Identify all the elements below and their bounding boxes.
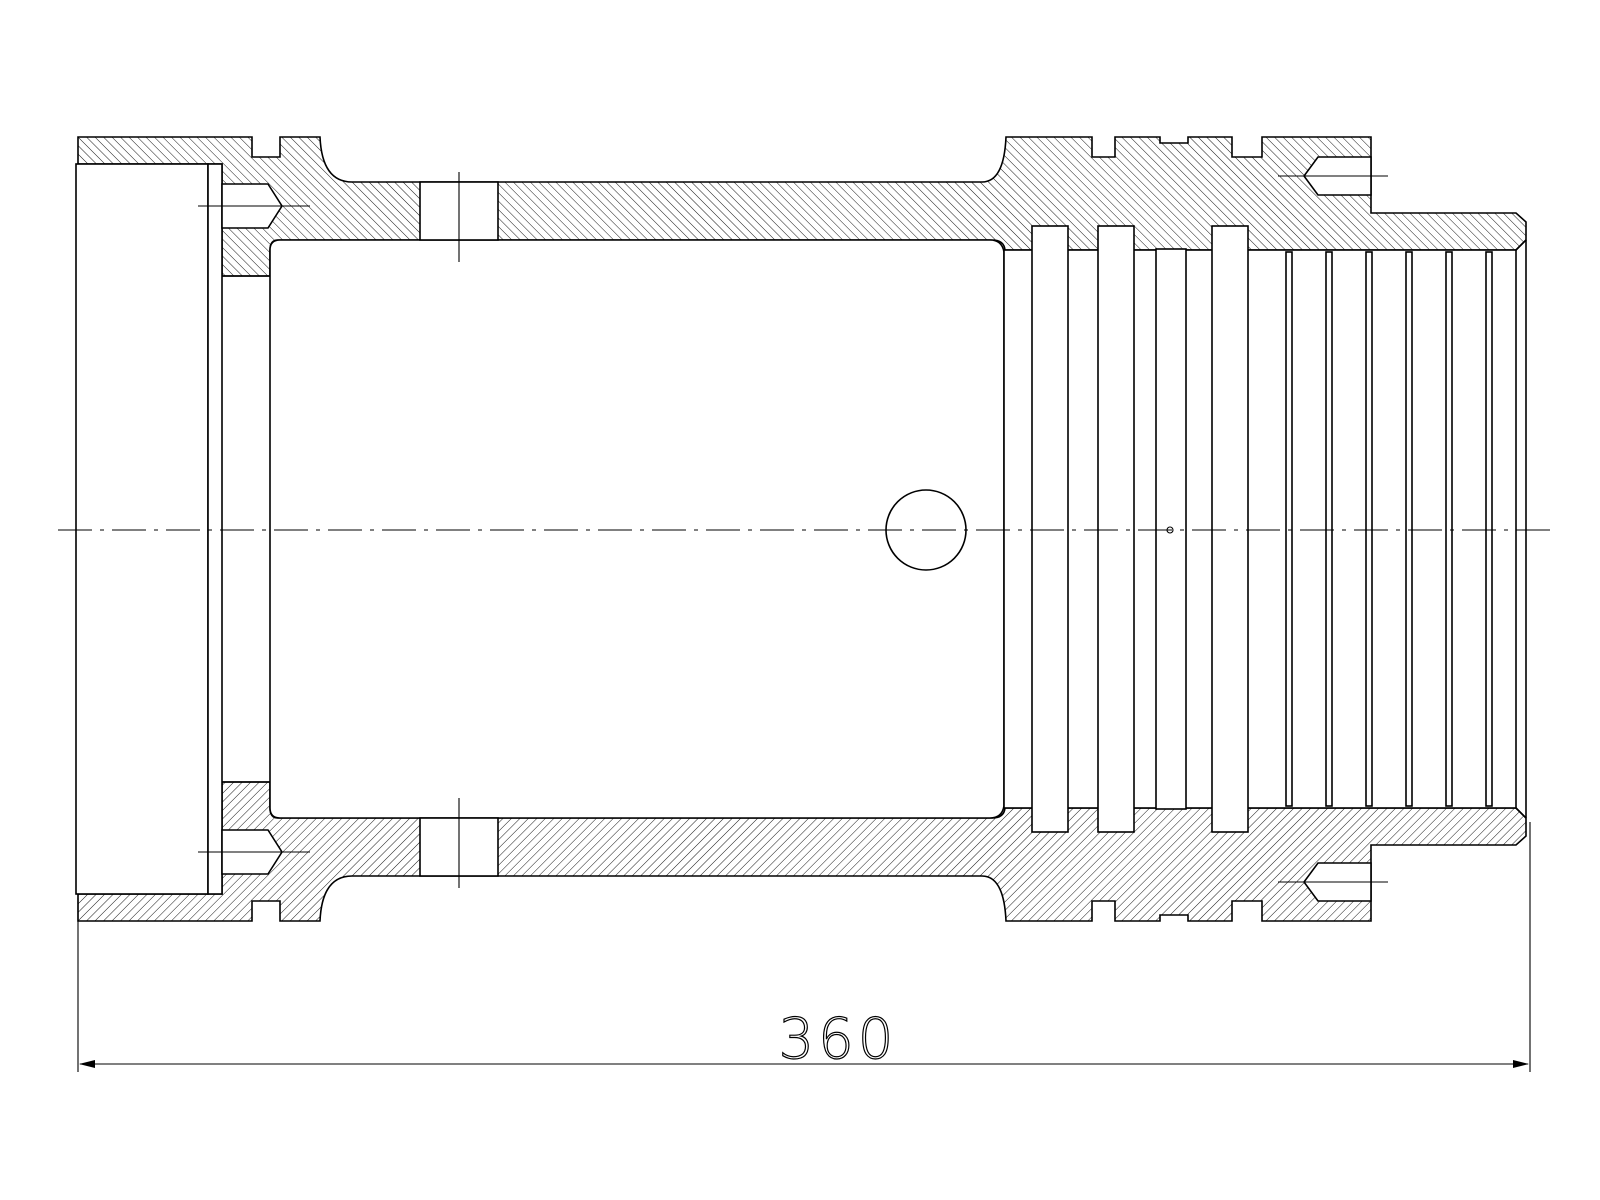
threaded-hole-left-bottom	[198, 829, 310, 875]
overall-dimension: 360	[77, 822, 1531, 1073]
grooved-bore	[1003, 239, 1527, 819]
threaded-hole-right-top	[1278, 156, 1388, 196]
radial-port-bottom	[419, 798, 499, 888]
main-bore	[269, 239, 1005, 819]
threaded-hole-left-top	[198, 183, 310, 229]
radial-port-top	[419, 172, 499, 262]
threaded-hole-right-bottom	[1278, 862, 1388, 902]
left-flange	[75, 163, 270, 895]
seal-grooves	[1031, 225, 1249, 833]
ring-grooves	[1285, 251, 1493, 807]
dimension-label-overall: 360	[779, 1007, 898, 1072]
